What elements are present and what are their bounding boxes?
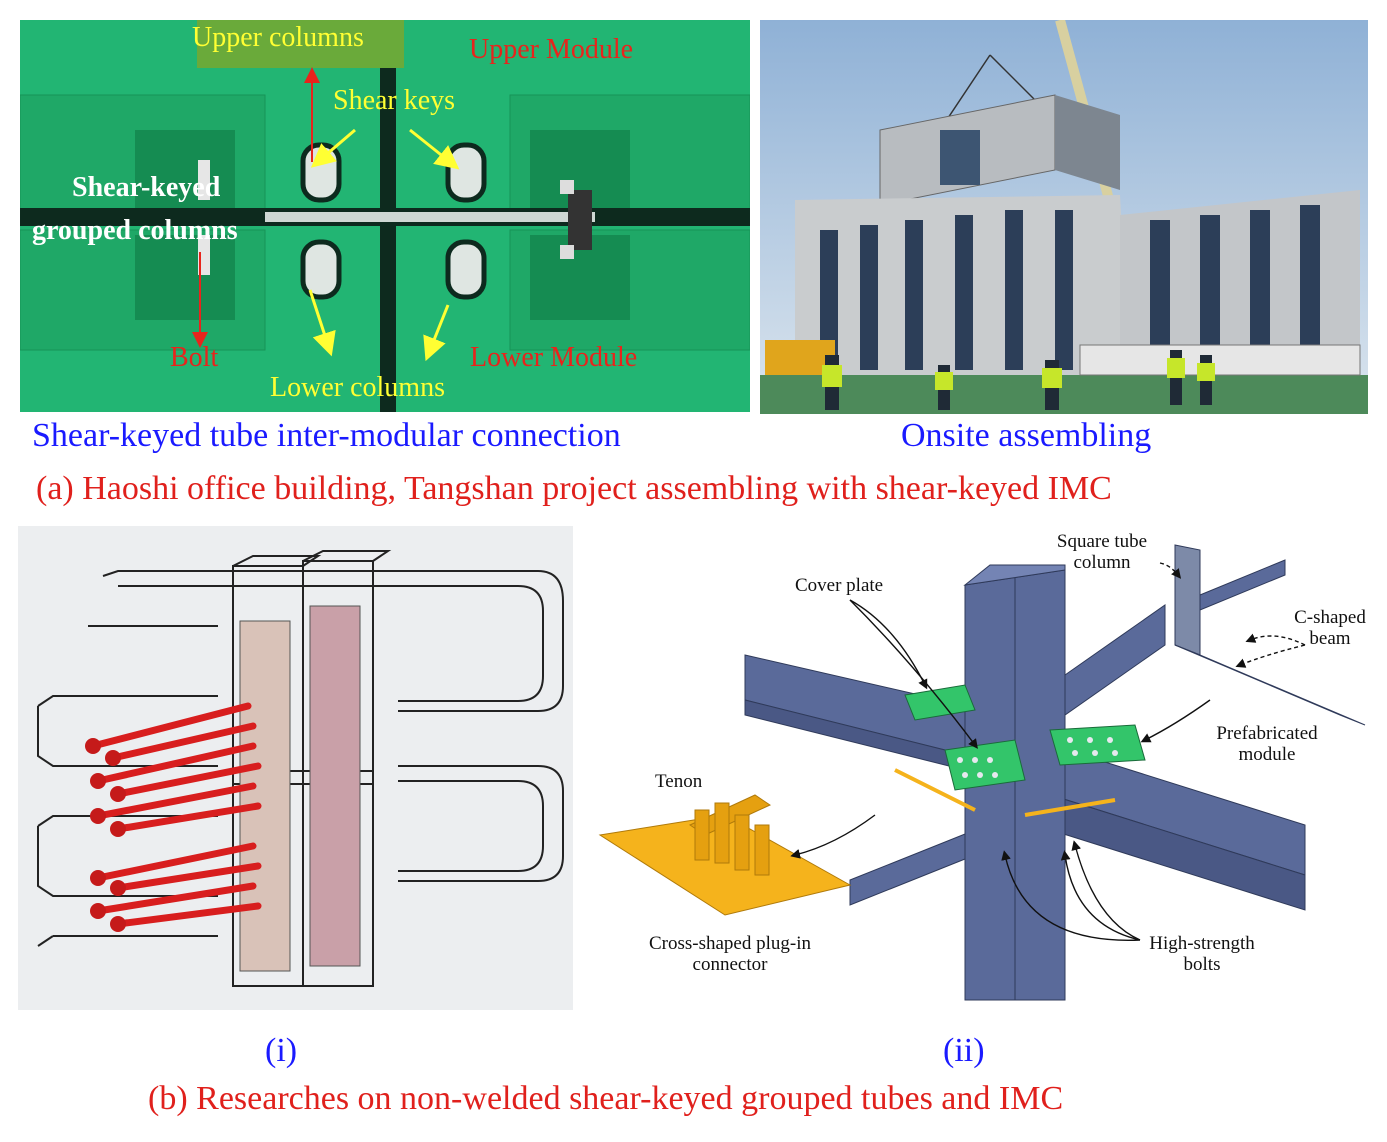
steel-joint-graphic bbox=[598, 544, 1366, 1001]
high-strength-bolts-label: High-strength bolts bbox=[1127, 933, 1277, 975]
tenon-label: Tenon bbox=[655, 771, 703, 792]
c-shaped-beam-label: C-shaped beam bbox=[1285, 607, 1375, 649]
c-shaped-beam-label-line1: C-shaped bbox=[1294, 607, 1366, 628]
prefabricated-module-label-line2: module bbox=[1238, 744, 1296, 765]
cross-connector-label: Cross-shaped plug-in connector bbox=[625, 933, 835, 975]
onsite-caption: Onsite assembling bbox=[901, 417, 1152, 454]
upper-columns-label: Upper columns bbox=[192, 22, 364, 53]
lower-columns-label: Lower columns bbox=[270, 372, 445, 403]
prefabricated-module-label-line1: Prefabricated bbox=[1216, 723, 1318, 744]
cover-plate-label: Cover plate bbox=[795, 575, 884, 596]
connection-render: Upper columns Upper Module Shear keys Sh… bbox=[20, 20, 750, 412]
square-tube-column-label-line1: Square tube bbox=[1056, 531, 1148, 552]
wireframe-model-graphic bbox=[37, 550, 564, 987]
c-shaped-beam-label-line2: beam bbox=[1309, 628, 1351, 649]
sub-ii-caption: (ii) bbox=[943, 1032, 985, 1069]
high-strength-bolts-label-line1: High-strength bbox=[1149, 933, 1255, 954]
square-tube-column-label: Square tube column bbox=[1047, 531, 1157, 573]
onsite-photo bbox=[760, 20, 1368, 414]
prefabricated-module-label: Prefabricated module bbox=[1197, 723, 1337, 765]
grouped-columns-label-line1: Shear-keyed bbox=[72, 172, 221, 203]
wireframe-model bbox=[18, 526, 573, 1010]
bolt-label: Bolt bbox=[170, 342, 219, 373]
sub-i-caption: (i) bbox=[265, 1032, 298, 1069]
panel-b-title: (b) Researches on non-welded shear-keyed… bbox=[148, 1080, 1064, 1117]
cross-connector-label-line2: connector bbox=[692, 954, 768, 975]
square-tube-column-label-line2: column bbox=[1073, 552, 1131, 573]
lower-module-label: Lower Module bbox=[470, 342, 638, 373]
connection-caption: Shear-keyed tube inter-modular connectio… bbox=[32, 417, 621, 454]
connection-render-graphic bbox=[20, 20, 750, 412]
grouped-columns-label-line2: grouped columns bbox=[32, 215, 238, 246]
high-strength-bolts-label-line2: bolts bbox=[1183, 954, 1221, 975]
upper-module-label: Upper Module bbox=[469, 34, 634, 65]
panel-a-title: (a) Haoshi office building, Tangshan pro… bbox=[36, 470, 1112, 507]
onsite-photo-graphic bbox=[760, 20, 1368, 414]
cross-connector-label-line1: Cross-shaped plug-in bbox=[648, 933, 811, 954]
shear-keys-label: Shear keys bbox=[333, 85, 456, 116]
steel-joint-diagram: Square tube column Cover plate C-shaped … bbox=[595, 525, 1385, 1015]
